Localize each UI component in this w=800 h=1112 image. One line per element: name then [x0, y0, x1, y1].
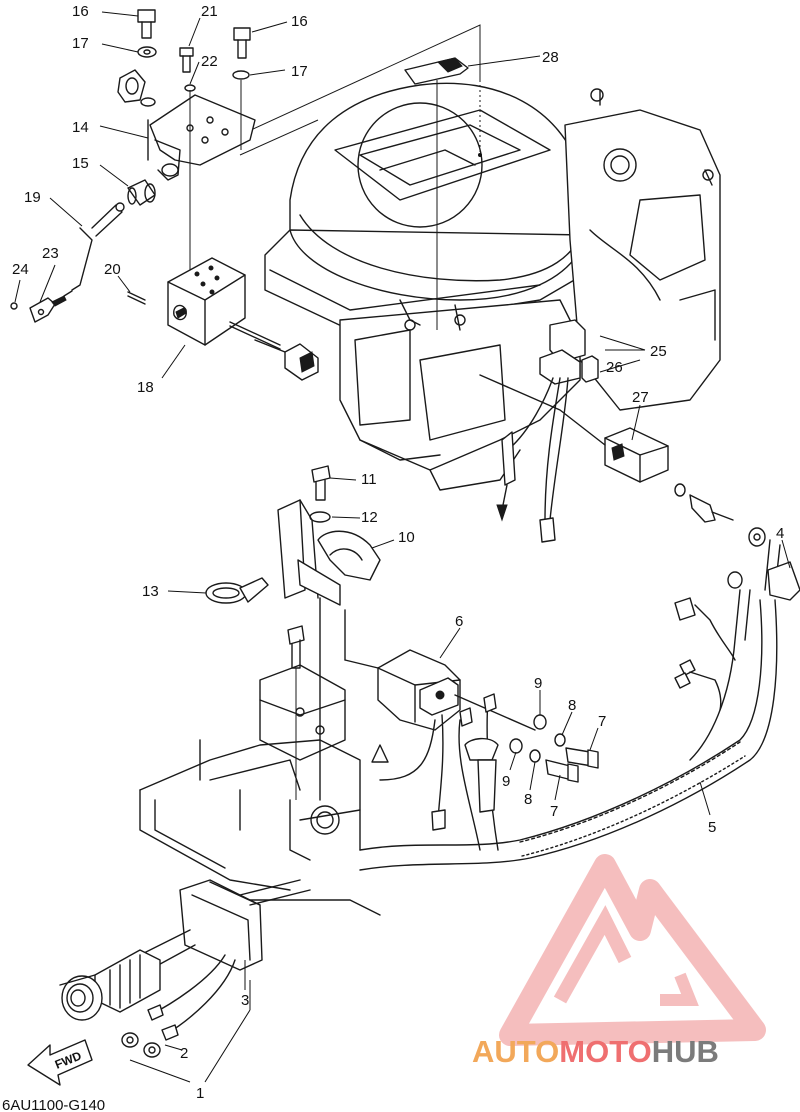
engine-illustration — [264, 82, 721, 491]
part-27-rectifier — [479, 374, 734, 523]
callout-24: 24 — [12, 261, 29, 278]
callout-15: 15 — [72, 155, 89, 172]
bracket-assembly — [205, 465, 381, 801]
part-25-relay — [496, 319, 599, 543]
assembly-frame-lines — [239, 24, 481, 156]
callout-7: 7 — [550, 803, 558, 820]
bottom-cowl — [139, 625, 381, 916]
callout-27: 27 — [632, 389, 649, 406]
fwd-arrow-icon: FWD — [27, 1039, 93, 1086]
callout-3: 3 — [241, 992, 249, 1009]
callout-17: 17 — [291, 63, 308, 80]
callout-11: 11 — [361, 471, 377, 488]
callout-7: 7 — [598, 713, 606, 730]
callout-19: 19 — [24, 189, 41, 206]
callout-labels: 16 21 16 17 22 17 28 14 15 19 23 24 20 1… — [12, 3, 784, 1102]
callout-20: 20 — [104, 261, 121, 278]
callout-13: 13 — [142, 583, 159, 600]
callout-21: 21 — [201, 3, 218, 20]
watermark-text: AUTOMOTOHUB — [472, 1034, 719, 1069]
upper-left-hardware — [117, 9, 256, 270]
callout-9: 9 — [534, 675, 542, 692]
callout-25: 25 — [650, 343, 667, 360]
callout-18: 18 — [137, 379, 154, 396]
callout-28: 28 — [542, 49, 559, 66]
callout-22: 22 — [201, 53, 218, 70]
callout-9: 9 — [502, 773, 510, 790]
callout-8: 8 — [524, 791, 532, 808]
diagram-code: 6AU1100-G140 — [2, 1097, 105, 1112]
choke-cable-parts — [10, 179, 156, 323]
part-6-regulator — [344, 609, 536, 831]
callout-1: 1 — [196, 1085, 204, 1102]
callout-4: 4 — [776, 525, 784, 542]
callout-2: 2 — [180, 1045, 188, 1062]
watermark-logo — [499, 854, 766, 1046]
callout-14: 14 — [72, 119, 89, 136]
watermark-part-hub: HUB — [652, 1034, 719, 1069]
grommet-and-cables — [59, 879, 311, 1058]
callout-17: 17 — [72, 35, 89, 52]
leader-lines — [14, 11, 791, 1083]
callout-16: 16 — [291, 13, 308, 30]
callout-26: 26 — [606, 359, 623, 376]
wiring-harness — [359, 527, 800, 871]
part-28-clip — [404, 57, 482, 330]
callout-5: 5 — [708, 819, 716, 836]
callout-10: 10 — [398, 529, 415, 546]
callout-6: 6 — [455, 613, 463, 630]
callout-16: 16 — [72, 3, 89, 20]
watermark-part-auto: AUTO — [472, 1034, 559, 1069]
watermark-part-moto: MOTO — [559, 1034, 651, 1069]
part-18-switch-box — [167, 257, 319, 381]
callout-23: 23 — [42, 245, 59, 262]
callout-8: 8 — [568, 697, 576, 714]
callout-12: 12 — [361, 509, 378, 526]
